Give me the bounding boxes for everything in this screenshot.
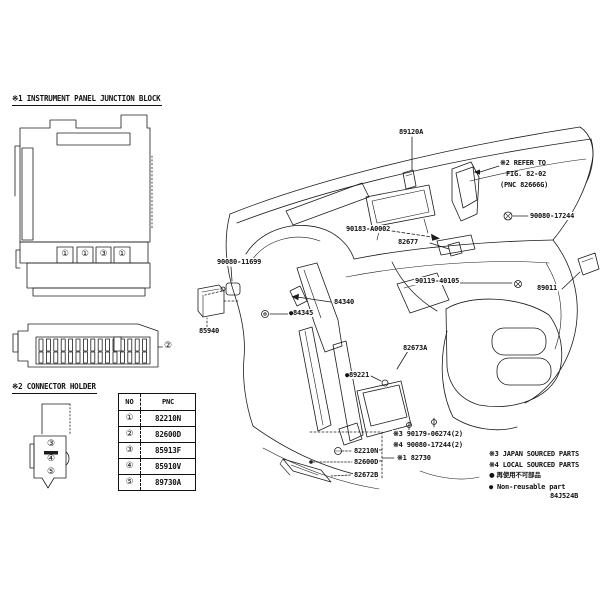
connector-89011-icon [577,252,600,276]
col-header-pnc: PNC [161,398,175,406]
table-row: ③ 85913F [119,442,195,458]
note-japan-sourced: ※3 JAPAN SOURCED PARTS [489,450,579,458]
label-note-90080: ※4 90080-17244(2) [392,441,464,450]
connector-89221-icon [381,379,389,387]
holder-slot-callout: ④ [46,454,56,464]
label-82730: ※1 82730 [396,454,432,463]
strip-connector-drawing [12,323,163,368]
table-row: ① 82210N [119,410,195,426]
label-82672b: 82672B [353,471,380,480]
row-no: ② [119,427,141,442]
jb-slot-callout: ① [61,249,69,259]
sensor-89120a-icon [402,169,417,190]
label-90183-a0002: 90183-A0002 [345,225,392,234]
label-82677: 82677 [397,238,420,247]
row-pnc: 82210N [155,414,181,423]
jb-slot-callout: ③ [99,249,108,259]
holder-slot-callout: ③ [46,439,56,449]
table-row: ② 82600D [119,426,195,442]
row-no: ④ [119,459,141,474]
jb-slot-callout: ① [118,249,126,259]
junction-block-drawing [14,114,153,297]
strip-slots [38,338,148,364]
junction-block-title: ※1 INSTRUMENT PANEL JUNCTION BLOCK [12,94,162,107]
component-icons [197,161,600,464]
label-90080-11699: 90080-11699 [216,258,263,267]
screw-82210n-icon [334,447,342,455]
label-90080-17244: 90080-17244 [529,212,576,221]
bolt-82600d-icon [309,460,313,464]
connector-11699-icon [220,282,241,296]
label-82673a: 82673A [402,344,429,353]
label-refer-note: ※2 REFER TO [500,159,546,167]
bolt-icon [514,280,522,288]
label-84345: ●84345 [288,309,315,318]
row-pnc: 85913F [155,446,181,455]
connector-holder-drawing [29,403,71,489]
row-no: ③ [119,443,141,458]
grommet-84345-icon [261,310,269,318]
strip-connector-callout: ② [163,341,173,351]
row-pnc: 89730A [155,478,181,487]
note-nonreusable-jp: ● 再使用不可部品 [489,471,541,479]
bolt-icon [503,211,513,221]
holder-slot-callout: ⑤ [46,467,56,477]
label-refer-note: FIG. 82-02 [506,170,547,178]
label-82210n: 82210N [353,447,380,456]
label-89221: ●89221 [344,371,371,380]
table-row: ⑤ 89730A [119,474,195,490]
row-pnc: 82600D [155,430,181,439]
mount-bolt-icon [406,419,437,428]
pnc-table: NO PNC ① 82210N ② 82600D ③ 85913F ④ 8591… [118,393,196,491]
label-82600d: 82600D [353,458,380,467]
label-89120a: 89120A [398,128,425,137]
note-nonreusable-en: ● Non-reusable part [489,483,566,491]
label-84340: 84340 [333,298,356,307]
label-refer-note: (PNC 82666G) [500,181,549,189]
clip-82677-icon [447,241,463,257]
bracket-82666-icon [451,161,480,222]
table-row: ④ 85910V [119,458,195,474]
row-no: ⑤ [119,475,141,490]
label-85940: 85940 [198,327,221,336]
connector-holder-title: ※2 CONNECTOR HOLDER [12,382,97,395]
row-no: ① [119,411,141,426]
box-85940-icon [197,284,225,318]
col-header-no: NO [119,394,141,410]
leader-lines [204,136,581,480]
drawing-code: 84J524B [550,492,579,500]
label-note-90179: ※3 90179-06274(2) [392,430,464,439]
label-90119-40105: 90119-40105 [414,277,461,286]
row-pnc: 85910V [155,462,181,471]
jb-slot-callout: ① [81,249,89,259]
note-local-sourced: ※4 LOCAL SOURCED PARTS [489,461,579,469]
pnc-table-header: NO PNC [119,394,195,410]
label-89011: 89011 [536,284,559,293]
